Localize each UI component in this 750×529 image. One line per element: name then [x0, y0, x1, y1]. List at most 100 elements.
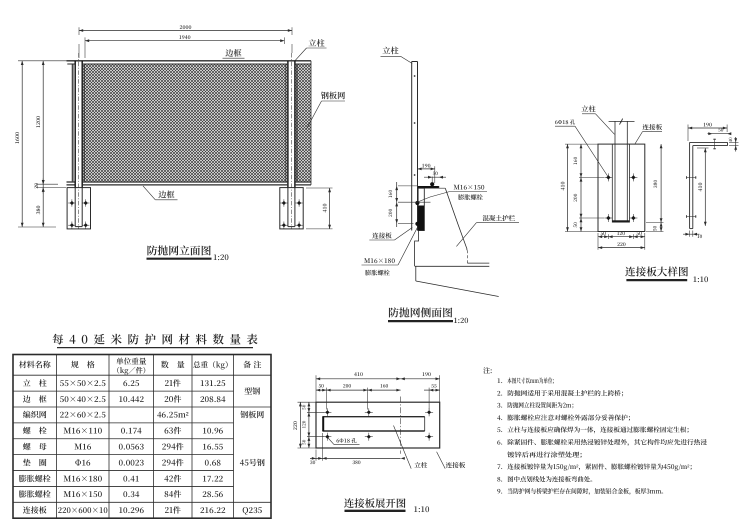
svg-text:216.22: 216.22 [200, 505, 226, 516]
svg-text:55×50×2.5: 55×50×2.5 [60, 378, 107, 389]
svg-text:410: 410 [697, 183, 704, 192]
svg-text:Q235: Q235 [242, 505, 262, 516]
svg-text:连接板: 连接板 [446, 459, 466, 469]
svg-text:M16: M16 [74, 442, 92, 453]
svg-text:边框: 边框 [225, 48, 241, 59]
svg-text:立柱: 立柱 [382, 46, 399, 57]
svg-text:螺 母: 螺 母 [23, 442, 47, 453]
svg-text:1600: 1600 [14, 132, 21, 144]
svg-text:22×60×2.5: 22×60×2.5 [60, 410, 107, 421]
svg-text:50: 50 [302, 404, 308, 410]
svg-text:208.84: 208.84 [200, 394, 226, 405]
svg-text:立 柱: 立 柱 [23, 378, 47, 389]
svg-text:数 量: 数 量 [161, 360, 185, 371]
svg-text:备 注: 备 注 [243, 360, 261, 371]
svg-text:规 格: 规 格 [71, 360, 95, 371]
svg-text:30: 30 [310, 459, 316, 466]
svg-text:50: 50 [318, 383, 324, 390]
svg-text:防抛网侧面图: 防抛网侧面图 [388, 306, 453, 321]
svg-text:当防护网与桥梁护栏存在间隙时，加装铝合金板，板厚3mm。: 当防护网与桥梁护栏存在间隙时，加装铝合金板，板厚3mm。 [507, 487, 667, 496]
svg-text:0.68: 0.68 [205, 457, 222, 468]
svg-text:380: 380 [35, 206, 42, 215]
svg-text:84件: 84件 [164, 489, 181, 500]
svg-text:1:20: 1:20 [213, 252, 229, 263]
svg-text:膨胀螺栓: 膨胀螺栓 [365, 268, 391, 277]
svg-text:连接板: 连接板 [642, 121, 662, 131]
svg-text:220: 220 [292, 421, 299, 430]
svg-text:50: 50 [433, 171, 439, 177]
svg-text:45号钢: 45号钢 [240, 457, 265, 468]
svg-text:注:: 注: [483, 366, 492, 376]
svg-text:10.296: 10.296 [118, 505, 144, 516]
svg-text:28.56: 28.56 [202, 489, 223, 500]
svg-text:1.: 1. [497, 376, 503, 385]
svg-text:2000: 2000 [180, 24, 192, 31]
svg-text:立柱: 立柱 [308, 38, 325, 49]
svg-text:410: 410 [559, 182, 566, 191]
svg-text:8.: 8. [497, 474, 503, 483]
svg-text:M16×150: M16×150 [453, 183, 484, 192]
svg-text:连接板大样图: 连接板大样图 [625, 264, 689, 279]
svg-text:防抛网适用于采用混凝土护栏的上跨桥；: 防抛网适用于采用混凝土护栏的上跨桥； [507, 388, 627, 397]
svg-text:0.41: 0.41 [123, 473, 139, 484]
svg-text:0.34: 0.34 [123, 489, 140, 500]
svg-text:5.: 5. [497, 425, 503, 434]
svg-text:380: 380 [352, 459, 360, 466]
svg-text:410: 410 [321, 204, 328, 213]
svg-text:（kg／件）: （kg／件） [113, 366, 151, 376]
svg-text:55: 55 [431, 383, 437, 390]
svg-text:50×40×2.5: 50×40×2.5 [60, 394, 107, 405]
svg-text:120: 120 [617, 230, 625, 237]
svg-text:M16×150: M16×150 [63, 489, 102, 500]
svg-text:图中点划线处为连接板弯曲处。: 图中点划线处为连接板弯曲处。 [507, 474, 596, 483]
svg-text:连接板展开图: 连接板展开图 [344, 495, 406, 510]
svg-text:0.174: 0.174 [121, 426, 142, 437]
svg-text:边 框: 边 框 [23, 394, 47, 405]
svg-text:294件: 294件 [162, 457, 184, 468]
svg-text:17.22: 17.22 [202, 473, 223, 484]
svg-text:50: 50 [572, 222, 579, 228]
svg-text:镀锌后再进行涂塑处理；: 镀锌后再进行涂塑处理； [507, 450, 586, 459]
svg-text:0.0563: 0.0563 [118, 442, 144, 453]
svg-text:20件: 20件 [164, 394, 181, 405]
svg-text:1200: 1200 [35, 116, 42, 128]
svg-text:160: 160 [380, 383, 388, 390]
svg-text:防抛网立柱设置间距为2m；: 防抛网立柱设置间距为2m； [507, 401, 577, 410]
svg-text:160: 160 [387, 190, 394, 198]
svg-text:220: 220 [617, 241, 626, 248]
svg-text:50: 50 [600, 230, 606, 237]
svg-text:钢板网: 钢板网 [240, 410, 264, 421]
svg-text:1:20: 1:20 [454, 316, 469, 326]
svg-text:M16×180: M16×180 [63, 473, 102, 484]
svg-text:本图尺寸以mm为单位；: 本图尺寸以mm为单位； [507, 376, 557, 385]
svg-text:50: 50 [302, 439, 308, 445]
svg-text:膨胀螺栓: 膨胀螺栓 [19, 473, 51, 484]
svg-text:1:10: 1:10 [414, 504, 431, 515]
svg-text:42件: 42件 [164, 473, 181, 484]
svg-text:7.: 7. [497, 462, 503, 471]
svg-text:20: 20 [33, 183, 40, 189]
svg-text:46.25m²: 46.25m² [157, 410, 189, 421]
svg-text:200: 200 [572, 193, 579, 201]
svg-text:立柱: 立柱 [581, 105, 596, 115]
svg-text:200: 200 [387, 208, 394, 216]
svg-text:M16×180: M16×180 [364, 256, 395, 265]
svg-text:Φ16: Φ16 [75, 457, 91, 468]
svg-text:294件: 294件 [162, 442, 184, 453]
svg-text:膨胀螺栓: 膨胀螺栓 [19, 489, 51, 500]
svg-text:材料名称: 材料名称 [19, 360, 52, 371]
svg-text:总重（kg）: 总重（kg） [193, 360, 233, 371]
svg-text:单位重量: 单位重量 [116, 356, 147, 367]
svg-text:连接板: 连接板 [23, 505, 47, 516]
svg-text:垫 圈: 垫 圈 [23, 457, 47, 468]
svg-text:21件: 21件 [165, 505, 181, 516]
svg-text:螺 栓: 螺 栓 [23, 426, 47, 437]
svg-text:50: 50 [718, 127, 724, 133]
svg-text:1940: 1940 [179, 34, 191, 41]
svg-text:120: 120 [302, 420, 308, 428]
svg-text:10.442: 10.442 [118, 394, 144, 405]
svg-text:10: 10 [697, 234, 703, 240]
svg-text:2.: 2. [497, 388, 503, 397]
svg-text:6.25: 6.25 [123, 378, 140, 389]
svg-text:混凝土护栏: 混凝土护栏 [482, 213, 515, 223]
